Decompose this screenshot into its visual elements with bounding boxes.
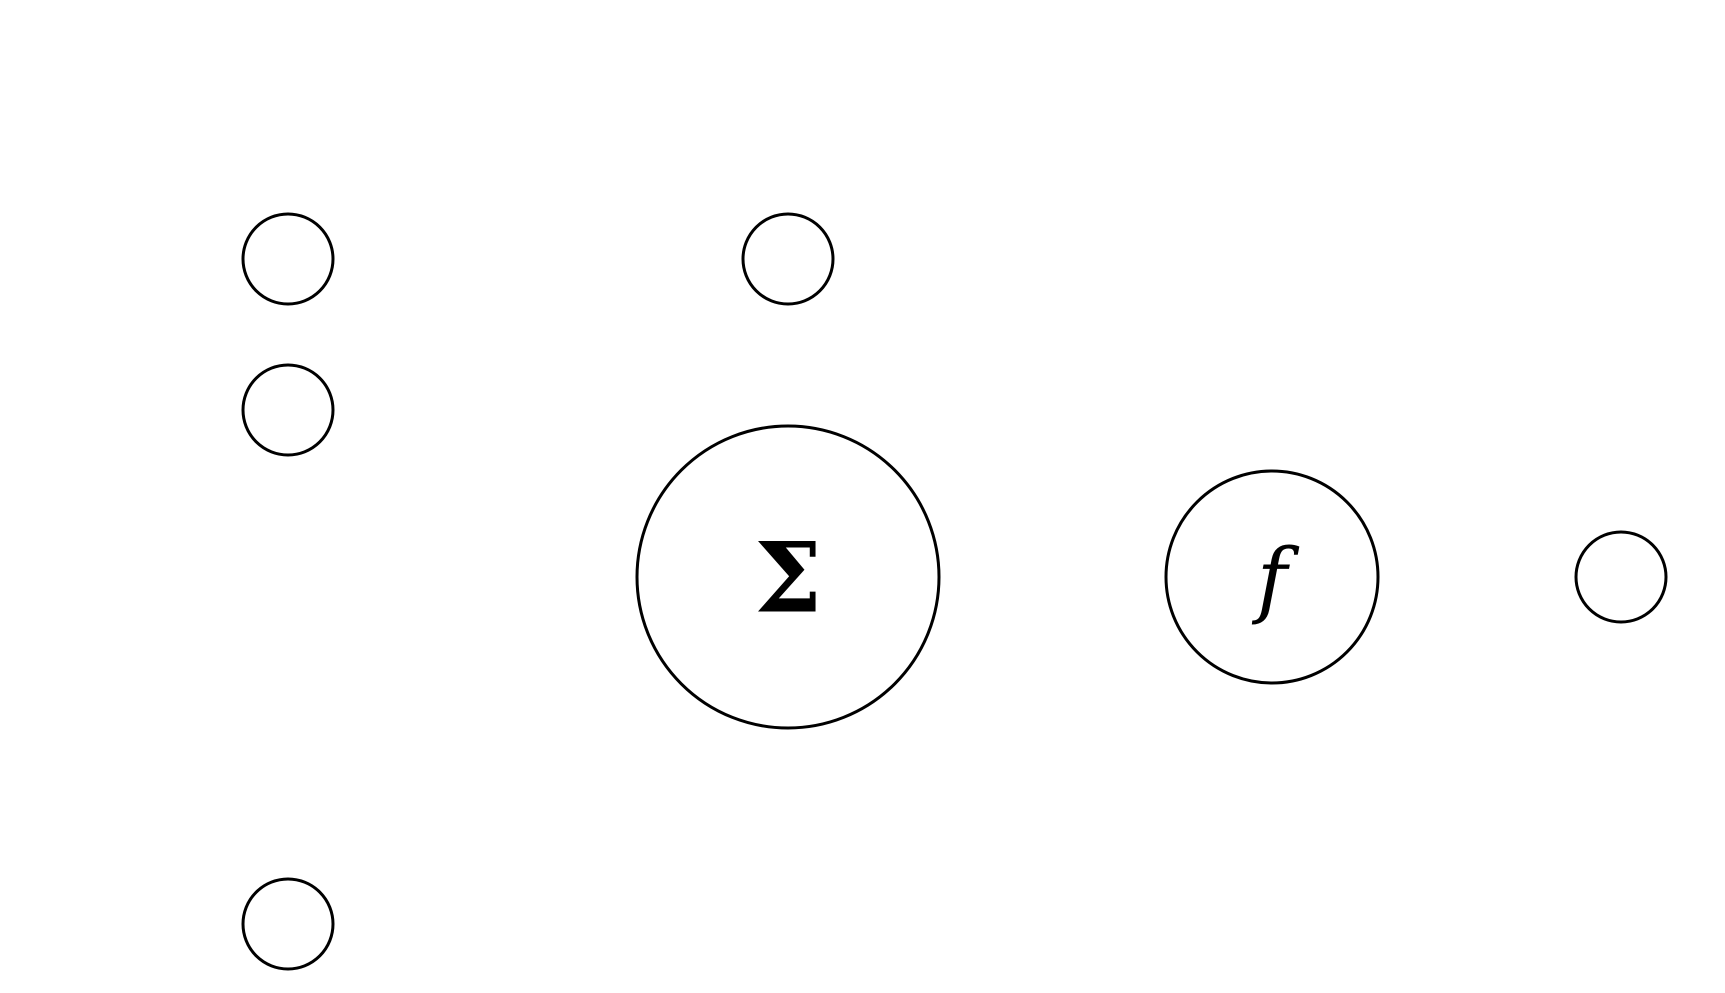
summation-circle	[635, 424, 941, 730]
input-node-n	[241, 877, 335, 971]
output-node	[1574, 530, 1668, 624]
summation-node: Σ	[635, 424, 941, 730]
activation-circle	[1164, 469, 1380, 685]
input-node-2	[241, 363, 335, 457]
summation-symbol: Σ	[754, 522, 822, 635]
bias-node	[741, 212, 835, 306]
input-node-1	[241, 212, 335, 306]
activation-node: f	[1164, 469, 1380, 685]
